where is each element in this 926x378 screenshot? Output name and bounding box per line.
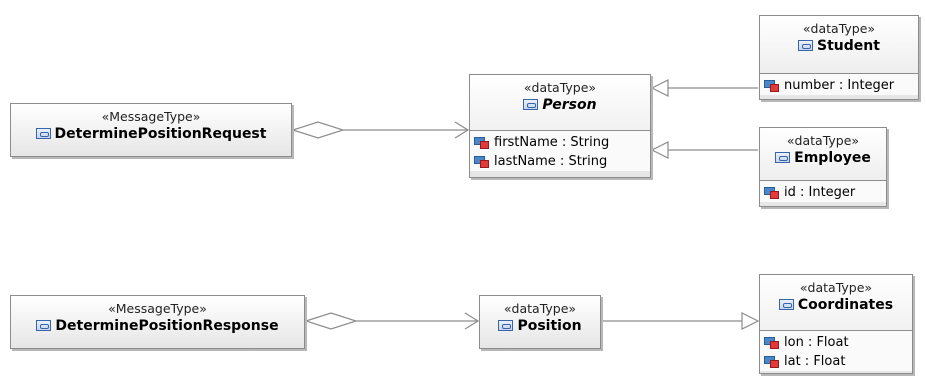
attribute-row[interactable]: firstName : String	[474, 133, 650, 152]
generalization-employee-person[interactable]	[650, 141, 758, 159]
attribute-compartment: id : Integer	[760, 180, 886, 202]
class-position[interactable]: «dataType» Position	[479, 295, 601, 349]
class-icon	[35, 128, 51, 139]
class-icon	[498, 320, 514, 331]
stereotype-label: «dataType»	[503, 301, 577, 316]
class-person[interactable]: «dataType» Person firstName : String las…	[469, 74, 651, 178]
class-name: Employee	[760, 149, 886, 167]
attribute-compartment: lon : Float lat : Float	[760, 330, 912, 371]
class-header: «dataType» Position	[480, 296, 600, 335]
class-determine-position-request[interactable]: «MessageType» DeterminePositionRequest	[10, 103, 292, 157]
generalization-student-person[interactable]	[650, 79, 758, 97]
class-header: «dataType» Person	[470, 75, 650, 130]
class-name: Position	[480, 317, 600, 335]
class-student[interactable]: «dataType» Student number : Integer	[759, 15, 919, 100]
class-header: «dataType» Employee	[760, 128, 886, 180]
class-name: Student	[760, 37, 918, 55]
attribute-compartment: firstName : String lastName : String	[470, 130, 650, 171]
class-name: Person	[470, 96, 650, 114]
attribute-icon	[474, 136, 490, 149]
aggregation-response-position[interactable]	[304, 312, 480, 330]
attribute-row[interactable]: lat : Float	[764, 352, 912, 371]
class-header: «MessageType» DeterminePositionRequest	[11, 104, 291, 143]
class-icon	[778, 299, 794, 310]
class-icon	[36, 320, 52, 331]
attribute-row[interactable]: lastName : String	[474, 152, 650, 171]
attribute-icon	[764, 336, 780, 349]
class-header: «MessageType» DeterminePositionResponse	[11, 296, 304, 335]
aggregation-request-person[interactable]	[291, 121, 470, 139]
stereotype-label: «dataType»	[786, 133, 860, 148]
stereotype-label: «dataType»	[523, 80, 597, 95]
class-name: Coordinates	[760, 296, 912, 314]
association-position-coordinates[interactable]	[602, 312, 760, 330]
class-icon	[523, 99, 539, 110]
class-coordinates[interactable]: «dataType» Coordinates lon : Float lat :…	[759, 274, 913, 374]
class-icon	[775, 152, 791, 163]
stereotype-label: «MessageType»	[101, 109, 201, 124]
stereotype-label: «MessageType»	[108, 301, 207, 316]
class-header: «dataType» Coordinates	[760, 275, 912, 330]
attribute-icon	[474, 155, 490, 168]
class-name: DeterminePositionResponse	[11, 317, 304, 335]
class-icon	[798, 40, 814, 51]
class-determine-position-response[interactable]: «MessageType» DeterminePositionResponse	[10, 295, 305, 349]
attribute-icon	[764, 79, 780, 92]
attribute-row[interactable]: lon : Float	[764, 333, 912, 352]
class-employee[interactable]: «dataType» Employee id : Integer	[759, 127, 887, 207]
attribute-icon	[764, 186, 780, 199]
stereotype-label: «dataType»	[799, 280, 873, 295]
class-name: DeterminePositionRequest	[11, 125, 291, 143]
attribute-row[interactable]: id : Integer	[764, 183, 886, 202]
stereotype-label: «dataType»	[802, 21, 876, 36]
attribute-icon	[764, 355, 780, 368]
attribute-compartment: number : Integer	[760, 73, 918, 95]
class-header: «dataType» Student	[760, 16, 918, 73]
attribute-row[interactable]: number : Integer	[764, 76, 918, 95]
